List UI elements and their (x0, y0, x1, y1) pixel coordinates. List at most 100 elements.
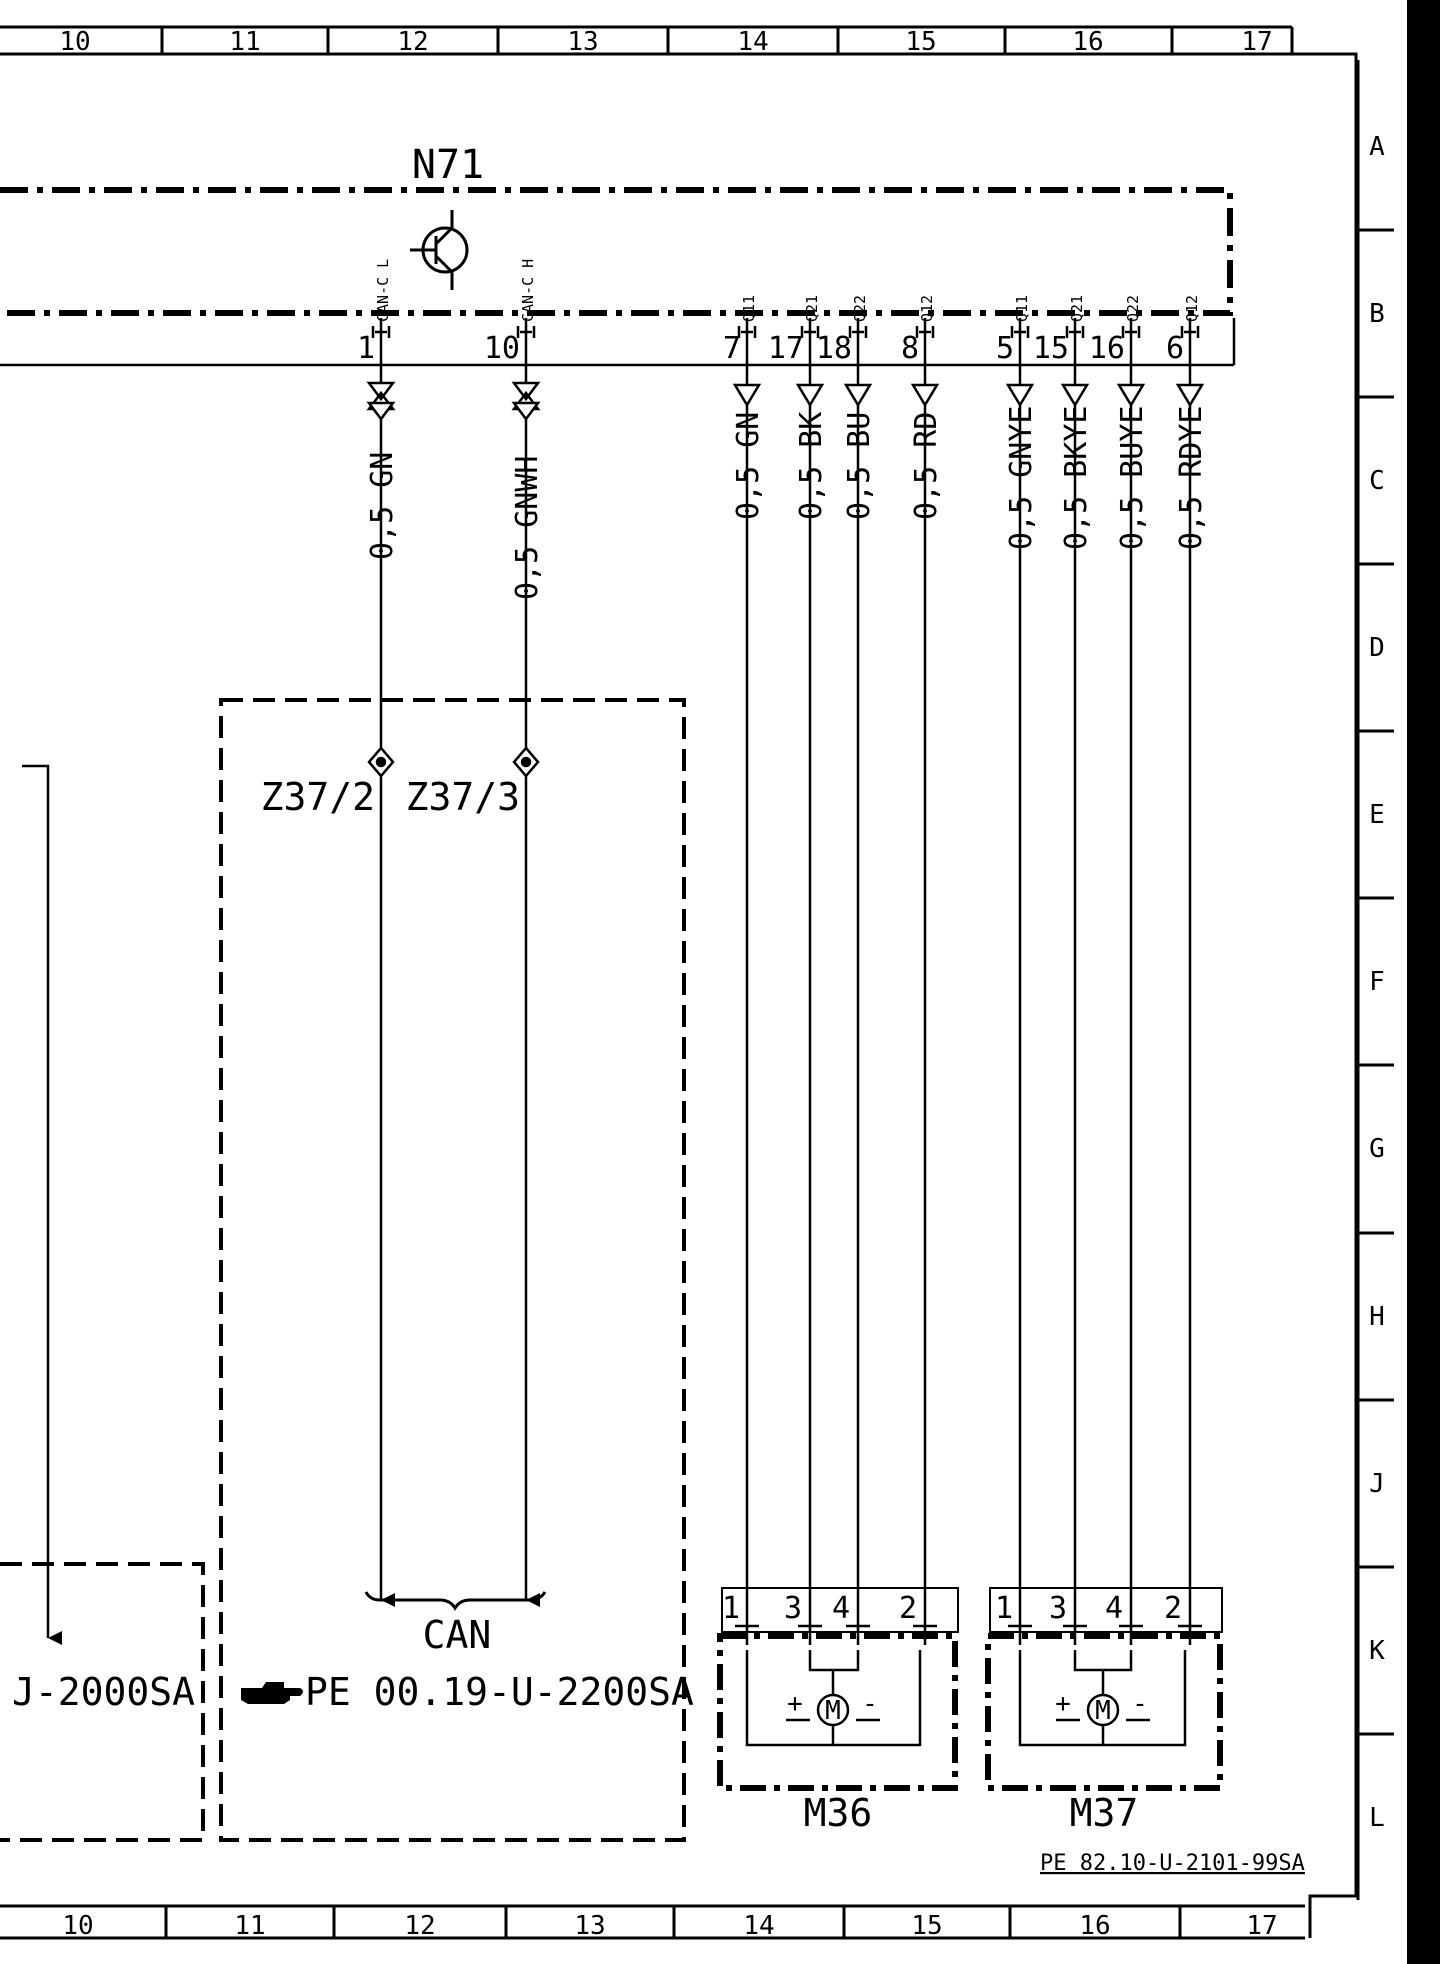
module-outline (0, 187, 1233, 316)
col-label: 15 (911, 1911, 942, 1941)
motor-plus: + (787, 1689, 803, 1719)
row-label: K (1369, 1636, 1385, 1666)
connector-pin: Q12 8 (901, 295, 936, 366)
motor-pin: 3 (784, 1591, 802, 1626)
row-label: G (1369, 1134, 1385, 1164)
wire-label: 0,5 GNWH (510, 456, 545, 601)
splice-points (367, 746, 540, 778)
pin-signal: Q21 (803, 295, 821, 322)
wire-label: 0,5 BUYE (1115, 406, 1150, 551)
motor-label: M37 (1070, 1791, 1139, 1835)
connector-pin: CAN-C L 1 (357, 259, 392, 366)
can-brace (364, 1591, 547, 1611)
column-ruler-bottom (0, 1904, 1305, 1940)
connector-pin: Q11 7 (723, 295, 758, 366)
row-label: E (1369, 800, 1385, 830)
pin-number: 1 (357, 331, 375, 366)
transistor-icon (410, 210, 469, 290)
module-n71: N71 (0, 142, 1236, 367)
module-label: N71 (412, 142, 484, 188)
motor-symbol-icon: M (1095, 1696, 1111, 1726)
column-labels-bottom: 10 11 12 13 14 15 16 17 (62, 1911, 1277, 1941)
col-label: 13 (567, 27, 598, 57)
pin-number: 7 (723, 331, 741, 366)
pin-number: 15 (1033, 331, 1069, 366)
row-label: J (1369, 1469, 1385, 1499)
col-label: 17 (1241, 27, 1272, 57)
can-label: CAN (423, 1613, 492, 1657)
left-reference: J-2000SA (12, 1670, 195, 1714)
pin-signal: Q22 (1124, 295, 1142, 322)
splice-label: Z37/2 (261, 775, 375, 819)
pin-signal: Q22 (851, 295, 869, 322)
module-pins: CAN-C L 1 CAN-C H 10 Q11 7 Q21 17 Q22 1 8 (357, 259, 1201, 366)
page-reference: PE 82.10-U-2101-99SA (1040, 1851, 1305, 1876)
pin-signal: Q11 (740, 295, 758, 322)
left-partial-box (0, 1562, 205, 1842)
connector-pin: Q11 5 (996, 295, 1031, 366)
connector-pin: CAN-C H 10 (484, 259, 537, 366)
col-label: 14 (743, 1911, 774, 1941)
motor-pin: 1 (722, 1591, 740, 1626)
motor-symbol-icon: M (825, 1696, 841, 1726)
pin-signal: CAN-C L (374, 259, 392, 322)
col-label: 12 (404, 1911, 435, 1941)
pin-signal: Q21 (1068, 295, 1086, 322)
wire-label: 0,5 GN (731, 412, 766, 520)
can-reference: PE 00.19-U-2200SA (305, 1670, 694, 1714)
left-wire (22, 764, 62, 1645)
wire-label: 0,5 GNYE (1004, 406, 1039, 551)
plug-connector-icon (366, 381, 396, 422)
pin-number: 16 (1089, 331, 1125, 366)
col-label: 10 (59, 27, 90, 57)
pin-number: 17 (768, 331, 804, 366)
motor-plus: + (1055, 1689, 1071, 1719)
column-labels-top: 10 11 12 13 14 15 16 17 (59, 27, 1272, 57)
connector-pin: Q21 17 (768, 295, 821, 366)
motor-pin: 3 (1049, 1591, 1067, 1626)
col-label: 17 (1246, 1911, 1277, 1941)
col-label: 11 (234, 1911, 265, 1941)
row-label: B (1369, 299, 1385, 329)
row-label: H (1369, 1302, 1385, 1332)
column-ruler-top (0, 25, 1294, 56)
wire-label: 0,5 GN (365, 452, 400, 560)
motor-minus: - (1132, 1689, 1148, 1719)
pin-number: 5 (996, 331, 1014, 366)
motor-label: M36 (804, 1791, 873, 1835)
wire-arrows (732, 383, 1205, 408)
can-group-box (219, 698, 686, 1842)
connector-pin: Q12 6 (1166, 295, 1201, 366)
pin-number: 8 (901, 331, 919, 366)
plug-connector-icon (511, 381, 541, 422)
motor-pin: 4 (832, 1591, 850, 1626)
col-label: 16 (1079, 1911, 1110, 1941)
row-label: D (1369, 633, 1385, 663)
col-label: 15 (905, 27, 936, 57)
connector-pin: Q21 15 (1033, 295, 1086, 366)
motor-pin: 4 (1105, 1591, 1123, 1626)
wire-label: 0,5 BK (794, 412, 829, 520)
wire-label: 0,5 BKYE (1059, 406, 1094, 551)
motor-m36: 1 3 4 2 M + - M36 (717, 1587, 959, 1835)
row-ruler (1292, 52, 1394, 1938)
row-label: F (1369, 967, 1385, 997)
row-labels: A B C D E F G H J K L (1369, 132, 1385, 1833)
row-label: A (1369, 132, 1385, 162)
pin-number: 10 (484, 331, 520, 366)
right-edge-bar (1407, 0, 1440, 1964)
row-label: C (1369, 466, 1385, 496)
motor-pin: 1 (995, 1591, 1013, 1626)
splice-label: Z37/3 (406, 775, 520, 819)
wire-label: 0,5 BU (842, 412, 877, 520)
pin-signal: CAN-C H (519, 259, 537, 322)
pin-signal: Q12 (918, 295, 936, 322)
col-label: 14 (737, 27, 768, 57)
col-label: 11 (229, 27, 260, 57)
pin-signal: Q11 (1013, 295, 1031, 322)
row-label: L (1369, 1803, 1385, 1833)
motor-pin: 2 (1164, 1591, 1182, 1626)
can-wires (366, 365, 541, 1607)
connector-pin: Q22 16 (1089, 295, 1142, 366)
